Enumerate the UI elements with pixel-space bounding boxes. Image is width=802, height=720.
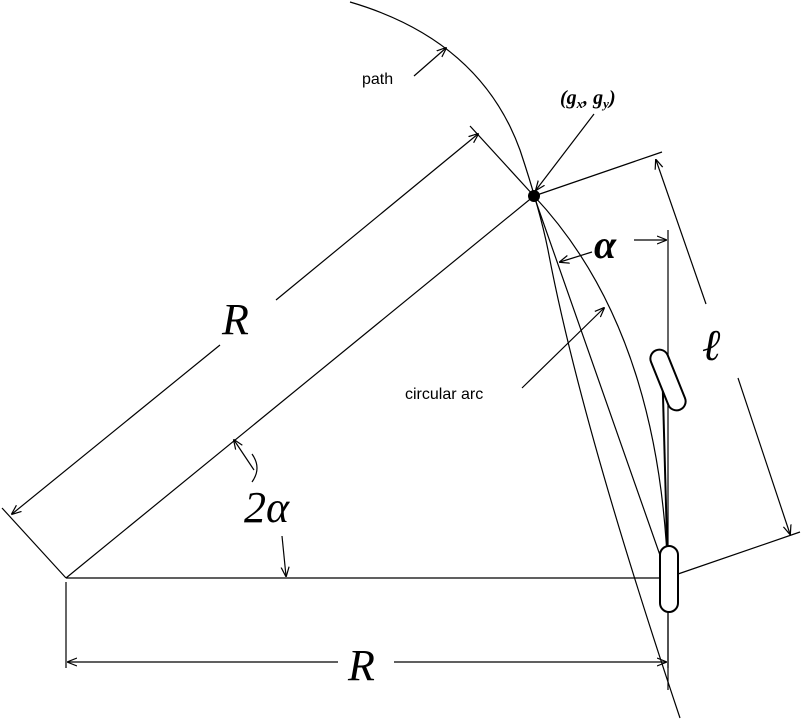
r-top-dimension-arrow-a — [12, 344, 221, 514]
two-alpha-arrow-upper — [234, 440, 255, 471]
vehicle-body-line — [661, 359, 669, 579]
front-wheel — [649, 348, 687, 412]
lookahead-extension-top — [533, 151, 663, 197]
goal-point-label-open: (g — [560, 87, 577, 109]
goal-point-leader — [536, 113, 595, 190]
two-alpha-label: 2α — [244, 483, 290, 532]
r-bottom-label: R — [347, 641, 375, 690]
two-alpha-angle-arc-upper — [251, 453, 258, 483]
goal-point-label-x-sub: x — [576, 96, 584, 111]
goal-point-label-sep: , g — [582, 87, 603, 109]
r-top-extension-far — [469, 125, 535, 197]
radius-line-to-goal — [65, 195, 535, 579]
circular-arc-leader — [521, 308, 604, 389]
goal-point-label-y-sub: y — [601, 96, 609, 111]
lookahead-label: ℓ — [702, 321, 721, 370]
rear-wheel — [659, 545, 679, 613]
two-alpha-arrow-lower — [282, 535, 286, 576]
r-top-extension-near — [1, 507, 67, 579]
r-top-label: R — [221, 295, 249, 344]
path-label: path — [362, 71, 393, 88]
alpha-arrow-left — [560, 251, 593, 262]
circular-arc-curve — [533, 195, 669, 579]
path-curve — [349, 1, 681, 719]
circular-arc-label: circular arc — [405, 386, 483, 403]
lookahead-extension-bottom — [677, 531, 801, 575]
path-label-leader — [413, 48, 446, 77]
lookahead-chord — [533, 195, 669, 579]
goal-point-label: (gx, gy) — [560, 87, 616, 111]
lookahead-dimension-arrow-b — [737, 377, 790, 534]
lookahead-dimension-arrow-a — [656, 160, 707, 305]
r-top-dimension-arrow-b — [275, 134, 478, 301]
goal-point-label-close: ) — [607, 87, 616, 109]
alpha-label: α — [594, 222, 617, 267]
